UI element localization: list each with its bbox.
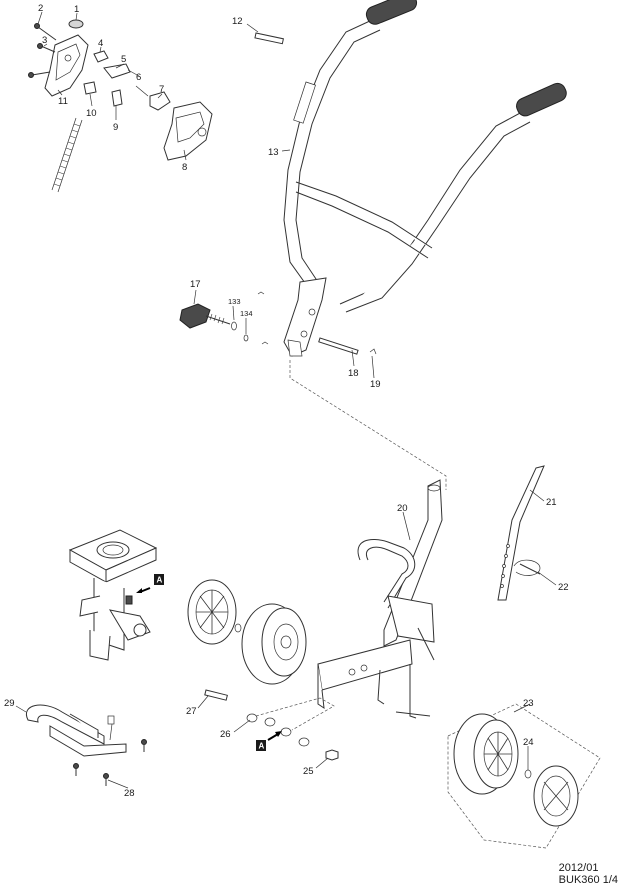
callout-22: 22 xyxy=(558,582,569,593)
callout-133: 133 xyxy=(228,297,241,306)
callout-10: 10 xyxy=(86,108,97,119)
depth-stake-part-21 xyxy=(497,465,545,601)
callout-26: 26 xyxy=(220,729,231,740)
reference-marker-a-lower-label: A xyxy=(259,742,265,751)
footer-model-page: BUK360 1/4 xyxy=(558,874,618,886)
callout-8: 8 xyxy=(182,162,187,173)
callout-1: 1 xyxy=(74,4,79,15)
callout-13: 13 xyxy=(268,147,279,158)
throttle-assembly xyxy=(28,19,213,193)
callout-17: 17 xyxy=(190,279,201,290)
axle-hardware xyxy=(204,689,339,761)
callout-4: 4 xyxy=(98,38,103,49)
callout-12: 12 xyxy=(232,16,243,27)
callout-134: 134 xyxy=(240,309,253,318)
callout-7: 7 xyxy=(159,84,164,95)
pin-part-18 xyxy=(318,337,377,355)
leader-lines xyxy=(15,11,557,789)
footer: 2012/01 BUK360 1/4 xyxy=(559,862,618,886)
callout-11: 11 xyxy=(58,96,68,107)
callout-9: 9 xyxy=(113,122,118,133)
wheel-assembly-middle xyxy=(187,579,307,685)
reference-marker-a-lower: A xyxy=(256,731,282,751)
callout-21: 21 xyxy=(546,497,557,508)
callout-24: 24 xyxy=(523,737,534,748)
callout-19: 19 xyxy=(370,379,381,390)
callout-5: 5 xyxy=(121,54,126,65)
footer-date: 2012/01 xyxy=(558,862,599,874)
callout-2: 2 xyxy=(38,3,43,14)
main-frame xyxy=(317,479,443,719)
handle-bar xyxy=(283,0,567,357)
callout-25: 25 xyxy=(303,766,314,777)
knob-bolt-part-17 xyxy=(179,291,269,345)
callout-27: 27 xyxy=(186,706,197,717)
callout-3: 3 xyxy=(42,35,47,46)
gearbox-assembly xyxy=(68,529,158,661)
callout-20: 20 xyxy=(397,503,408,514)
tine-bracket-part-29 xyxy=(25,704,147,786)
callout-numbers: 1 2 3 4 5 6 7 8 9 10 11 12 13 17 133 134… xyxy=(4,3,569,799)
callout-18: 18 xyxy=(348,368,359,379)
reference-marker-a-upper: A xyxy=(136,574,164,593)
callout-23: 23 xyxy=(523,698,534,709)
wheel-kit-part-23 xyxy=(447,703,601,849)
callout-28: 28 xyxy=(124,788,135,799)
pin-part-12 xyxy=(254,32,284,45)
reference-marker-a-upper-label: A xyxy=(157,576,163,585)
callout-29: 29 xyxy=(4,698,15,709)
callout-6: 6 xyxy=(136,72,141,83)
